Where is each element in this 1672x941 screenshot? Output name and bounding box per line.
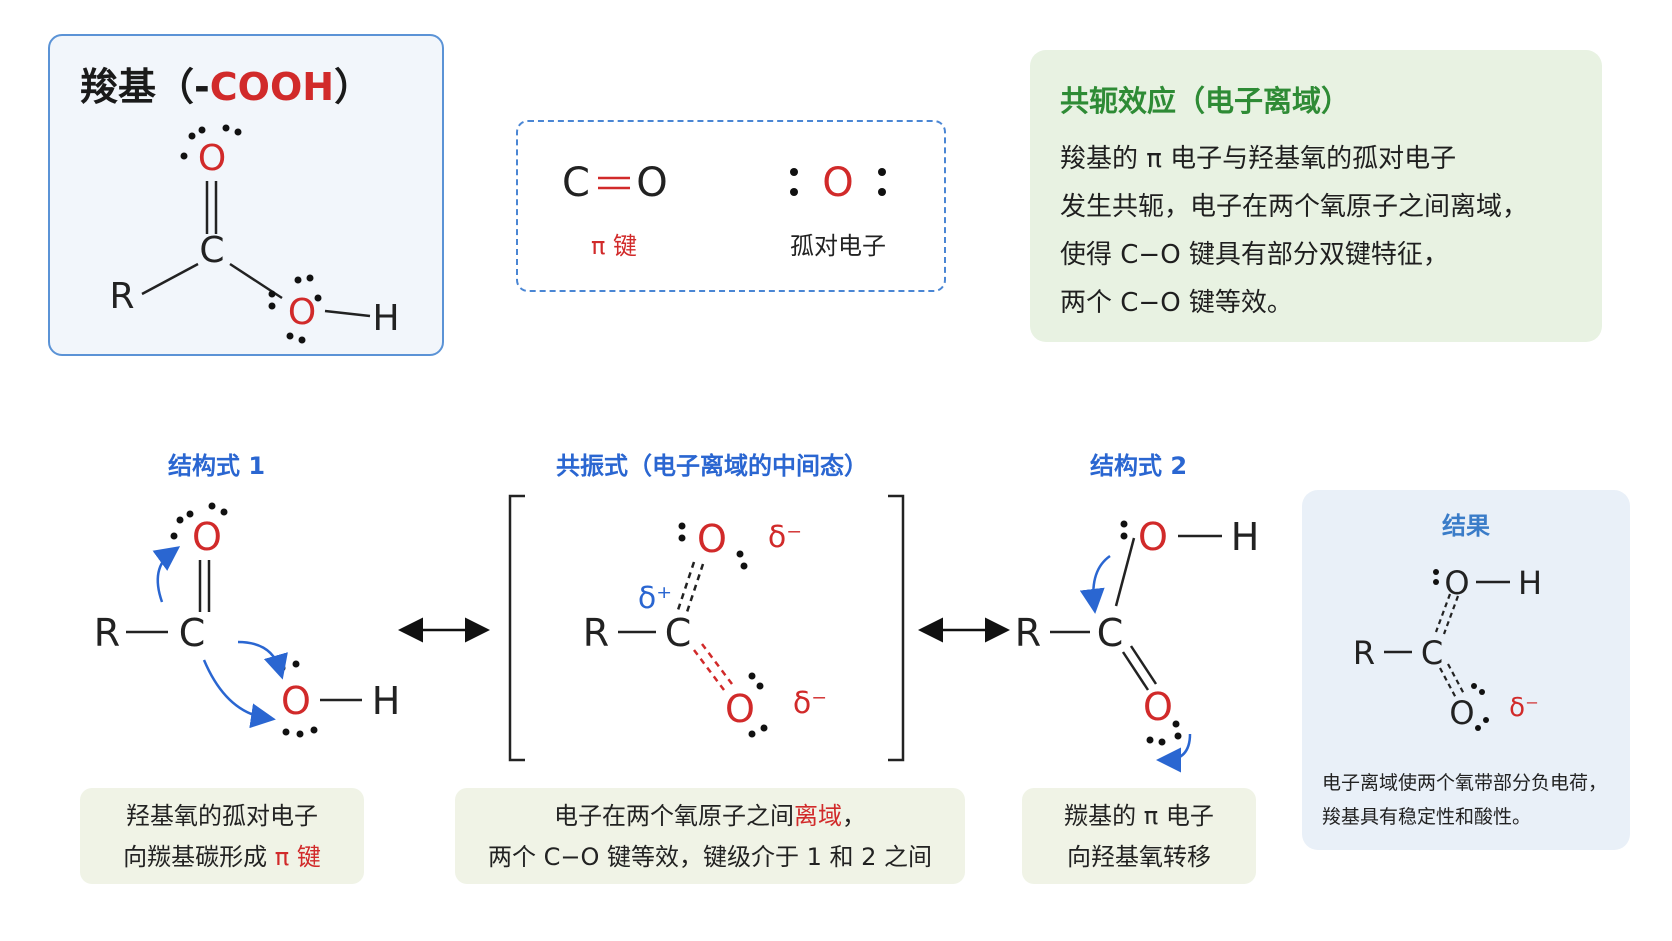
result-r: R — [1353, 634, 1375, 672]
atom-h: H — [372, 298, 399, 339]
resonance-note-line-1: 电子在两个氧原子之间离域， — [455, 796, 965, 837]
s1-o-hydroxyl: O — [281, 679, 311, 723]
structure1-note: 羟基氧的孤对电子 向羰基碳形成 π 键 — [80, 788, 364, 884]
s1-arrow-bottom — [202, 659, 276, 729]
conjugation-line-1: 羧基的 π 电子与羟基氧的孤对电子 — [1060, 144, 1457, 174]
hybrid-r: R — [583, 611, 609, 655]
title-panel: 羧基（-COOH） O C R O H — [48, 34, 444, 356]
resonance-heading: 共振式（电子离域的中间态） — [556, 452, 868, 480]
resonance-note: 电子在两个氧原子之间离域， 两个 C−O 键等效，键级介于 1 和 2 之间 — [455, 788, 965, 884]
legend-o: O — [636, 160, 667, 206]
structure1-heading: 结构式 1 — [168, 452, 266, 480]
legend-lone-label: 孤对电子 — [790, 232, 886, 260]
s2-o-bottom: O — [1143, 685, 1173, 729]
conjugation-line-3: 使得 C−O 键具有部分双键特征， — [1060, 240, 1449, 270]
hybrid-delta-minus-bottom: δ⁻ — [793, 686, 827, 721]
resonance-note-post: ， — [842, 802, 866, 830]
structure1-note-line-1: 羟基氧的孤对电子 — [126, 802, 318, 830]
structure2-molecule: O H C R O — [1015, 515, 1260, 773]
structure2-note-line-1: 羰基的 π 电子 — [1064, 802, 1214, 830]
atom-c: C — [199, 230, 224, 271]
s2-arrow-top — [1079, 554, 1111, 614]
conjugation-line-2: 发生共轭，电子在两个氧原子之间离域， — [1060, 192, 1529, 222]
hybrid-o-top: O — [697, 517, 727, 561]
hybrid-c: C — [665, 611, 692, 655]
result-h: H — [1518, 564, 1542, 602]
s1-arrow-mid — [237, 640, 288, 680]
resonance-note-pre: 电子在两个氧原子之间 — [554, 802, 794, 830]
result-o-bottom: O — [1449, 694, 1474, 732]
structure1-note-line-2: 向羰基碳形成 π 键 — [80, 837, 364, 878]
resonance-note-delocalized: 离域 — [794, 802, 842, 830]
result-molecule: O H C R O δ⁻ — [1353, 564, 1542, 732]
structure2-heading: 结构式 2 — [1090, 452, 1188, 480]
hybrid-o-bottom: O — [725, 687, 755, 731]
lone-pair-dots — [180, 124, 322, 344]
s1-r: R — [94, 611, 120, 655]
s2-h: H — [1231, 515, 1260, 559]
panel-title: 羧基（-COOH） — [80, 56, 372, 111]
atom-o-top: O — [198, 138, 226, 179]
s2-c: C — [1097, 611, 1124, 655]
hybrid-delta-plus: δ⁺ — [638, 581, 672, 616]
structure1-molecule: O C R O H — [94, 502, 401, 738]
result-title: 结果 — [1442, 512, 1490, 540]
resonance-hybrid-molecule: O C R O δ⁻ δ⁺ δ⁻ — [583, 517, 827, 738]
title-formula: COOH — [209, 65, 335, 109]
s1-h: H — [372, 679, 401, 723]
resonance-note-line-2: 两个 C−O 键等效，键级介于 1 和 2 之间 — [487, 843, 933, 871]
result-panel: 结果 O H C R O δ⁻ 电子离域使两个氧带部分负电荷， 羧基具有稳定性和… — [1302, 490, 1630, 850]
bracket-left — [508, 494, 525, 762]
legend-panel: C O π 键 O 孤对电子 — [516, 120, 946, 292]
legend-c: C — [562, 160, 590, 206]
s1-c: C — [179, 611, 206, 655]
hybrid-delta-minus-top: δ⁻ — [768, 520, 802, 555]
structure1-note-text: 向羰基碳形成 — [123, 843, 275, 871]
result-delta-minus: δ⁻ — [1509, 693, 1539, 723]
legend-graphic: C O π 键 O 孤对电子 — [562, 160, 886, 260]
title-text: 羧基（- — [80, 65, 210, 109]
s1-arrow-top — [152, 546, 181, 603]
atom-o-hydroxyl: O — [288, 292, 316, 333]
s2-r: R — [1015, 611, 1041, 655]
structure2-note: 羰基的 π 电子 向羟基氧转移 — [1022, 788, 1256, 884]
result-c: C — [1421, 634, 1443, 672]
s2-o-top: O — [1138, 515, 1168, 559]
structure1-note-pi: π 键 — [274, 843, 321, 871]
bracket-right — [888, 494, 905, 762]
result-note-line-2: 羧基具有稳定性和酸性。 — [1322, 806, 1532, 828]
s1-o-top: O — [192, 515, 222, 559]
result-note-line-1: 电子离域使两个氧带部分负电荷， — [1322, 772, 1608, 794]
carboxyl-structure: O C R O H — [109, 124, 400, 344]
legend-pi-label: π 键 — [591, 232, 637, 260]
result-o-top: O — [1444, 564, 1469, 602]
title-close: ） — [334, 65, 373, 109]
conjugation-title: 共轭效应（电子离域） — [1060, 84, 1351, 118]
conjugation-panel: 共轭效应（电子离域） 羧基的 π 电子与羟基氧的孤对电子 发生共轭，电子在两个氧… — [1030, 50, 1602, 342]
s2-arrow-bottom — [1156, 733, 1192, 773]
legend-lone-o: O — [822, 160, 853, 206]
structure2-note-line-2: 向羟基氧转移 — [1067, 843, 1211, 871]
atom-r: R — [109, 276, 134, 317]
conjugation-line-4: 两个 C−O 键等效。 — [1060, 288, 1293, 318]
